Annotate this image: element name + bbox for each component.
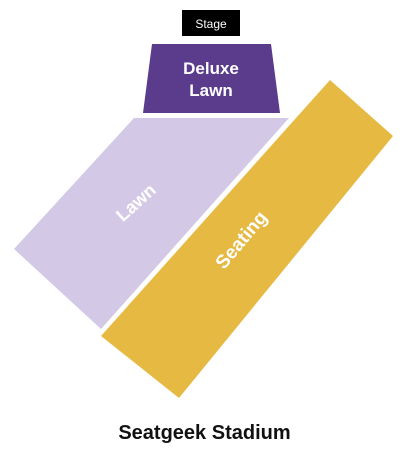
lawn-shape[interactable] bbox=[14, 118, 289, 329]
deluxe-lawn-shape[interactable] bbox=[143, 44, 280, 113]
deluxe-lawn-label-line1: Deluxe bbox=[183, 59, 239, 78]
venue-title: Seatgeek Stadium bbox=[118, 422, 291, 444]
section-seating[interactable]: Seating bbox=[101, 80, 393, 398]
stage: Stage bbox=[182, 10, 240, 36]
section-lawn[interactable]: Lawn bbox=[14, 118, 289, 329]
stage-label: Stage bbox=[195, 17, 227, 31]
section-deluxe-lawn[interactable]: Deluxe Lawn bbox=[143, 44, 280, 113]
seating-shape[interactable] bbox=[101, 80, 393, 398]
stage-box bbox=[182, 10, 240, 36]
deluxe-lawn-label-line2: Lawn bbox=[189, 81, 232, 100]
